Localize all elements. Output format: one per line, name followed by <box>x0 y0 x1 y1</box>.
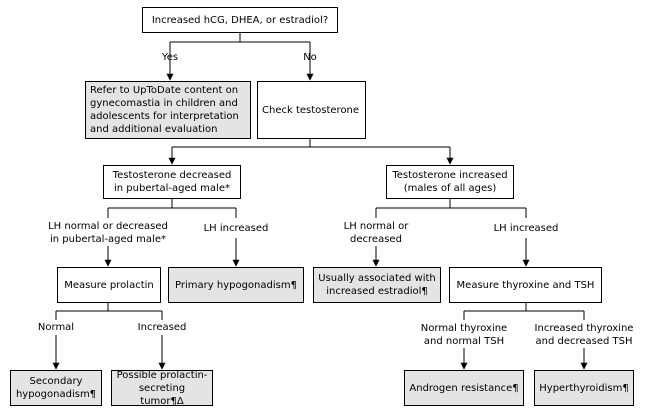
edge-label-lh-increased-left: LH increased <box>203 223 269 234</box>
node-testosterone-decreased: Testosterone decreased in pubertal-aged … <box>103 165 241 199</box>
node-prolactin-secreting-tumor: Possible prolactin- secreting tumor¶Δ <box>111 370 213 407</box>
connector-tinc-split <box>376 198 526 209</box>
node-refer-uptodate: Refer to UpToDate content on gynecomasti… <box>85 81 251 139</box>
node-hyperthyroidism: Hyperthyroidism¶ <box>534 370 634 406</box>
connector-check-split <box>172 138 450 148</box>
edge-label-lh-normal-decreased-pubertal: LH normal or decreased in pubertal-aged … <box>48 221 168 245</box>
node-secondary-hypogonadism: Secondary hypogonadism¶ <box>10 370 102 406</box>
connector-root-split <box>170 32 310 43</box>
connector-thyroxine-split <box>464 302 584 312</box>
node-measure-prolactin: Measure prolactin <box>57 267 161 303</box>
edge-label-increased: Increased <box>137 322 187 333</box>
edge-label-lh-normal-decreased: LH normal or decreased <box>343 221 409 245</box>
edge-label-increased-thyroxine: Increased thyroxine and decreased TSH <box>534 323 634 347</box>
connector-prolactin-split <box>56 302 162 312</box>
edge-label-no: No <box>303 52 317 63</box>
node-androgen-resistance: Androgen resistance¶ <box>404 370 524 406</box>
node-testosterone-increased: Testosterone increased (males of all age… <box>386 165 514 199</box>
edge-label-normal: Normal <box>37 322 75 333</box>
node-increased-hcg-dhea-estradiol: Increased hCG, DHEA, or estradiol? <box>142 7 338 33</box>
edge-label-lh-increased-right: LH increased <box>493 223 559 234</box>
node-check-testosterone: Check testosterone <box>257 81 366 139</box>
node-increased-estradiol: Usually associated with increased estrad… <box>313 267 441 303</box>
edge-label-yes: Yes <box>161 52 179 63</box>
node-measure-thyroxine-tsh: Measure thyroxine and TSH <box>449 267 602 303</box>
connector-tdec-split <box>108 198 236 209</box>
edge-label-normal-thyroxine: Normal thyroxine and normal TSH <box>420 323 508 347</box>
node-primary-hypogonadism: Primary hypogonadism¶ <box>168 267 304 303</box>
